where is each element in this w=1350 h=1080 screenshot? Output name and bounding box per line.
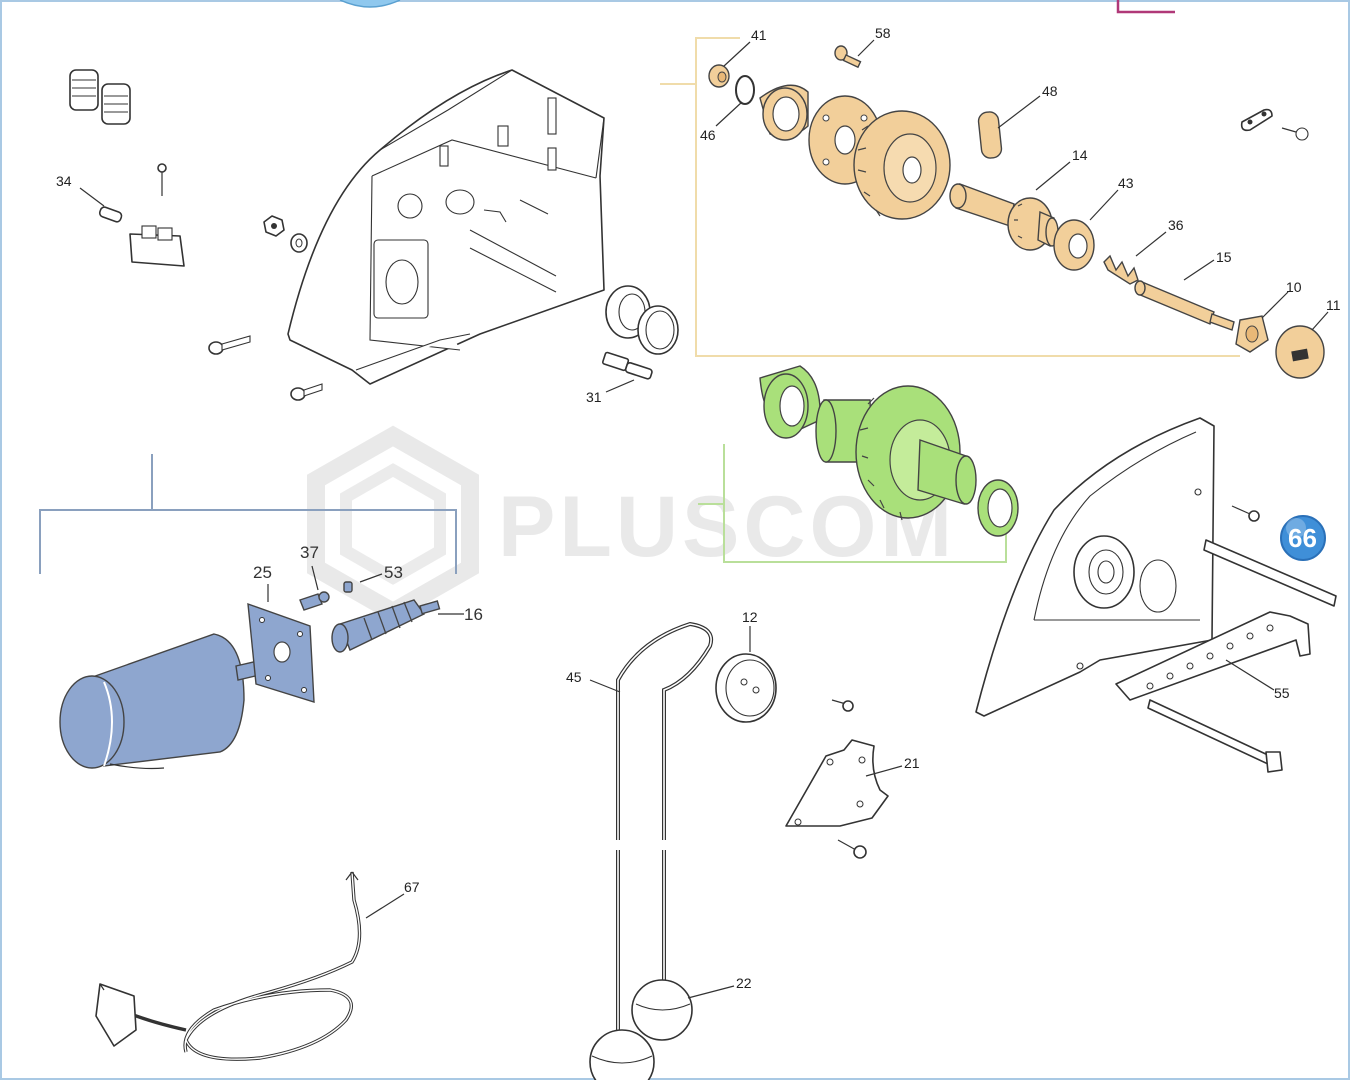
part-31-pin: 31 xyxy=(586,351,653,405)
housing-nut-washer xyxy=(263,215,308,253)
label-45: 45 xyxy=(566,669,582,685)
label-22: 22 xyxy=(736,975,752,991)
housing-rings xyxy=(605,285,679,355)
gearbox-housing xyxy=(287,69,605,385)
part-67-power-cable: 67 xyxy=(95,871,420,1061)
label-31: 31 xyxy=(586,389,602,405)
label-48: 48 xyxy=(1042,83,1058,99)
part-12-pulley: 12 xyxy=(715,609,777,723)
magenta-bracket xyxy=(1116,0,1175,14)
label-21: 21 xyxy=(904,755,920,771)
label-15: 15 xyxy=(1216,249,1232,265)
label-36: 36 xyxy=(1168,217,1184,233)
part-58-screw xyxy=(834,45,862,69)
green-gear-assembly xyxy=(759,365,1019,537)
part-21-bracket: 21 xyxy=(785,739,920,827)
side-cover-plate xyxy=(975,417,1215,717)
motor-group-callouts: 25 37 53 16 xyxy=(253,543,483,624)
label-16: 16 xyxy=(464,605,483,624)
label-10: 10 xyxy=(1286,279,1302,295)
part-46-circlip xyxy=(735,75,755,105)
blue-group-bracket xyxy=(39,454,457,574)
plate-screw xyxy=(1231,505,1260,522)
label-55: 55 xyxy=(1274,685,1290,701)
label-25: 25 xyxy=(253,563,272,582)
bracket-screw-bottom xyxy=(837,839,867,859)
gold-group-callouts: 41 58 46 48 14 43 36 15 10 11 xyxy=(700,25,1341,331)
bracket-screw-top xyxy=(831,699,854,712)
gold-group-bracket xyxy=(660,37,1240,357)
label-14: 14 xyxy=(1072,147,1088,163)
part-43-bearing xyxy=(1053,219,1095,271)
part-55-bracket: 55 xyxy=(1115,611,1311,773)
flanged-gear xyxy=(808,95,951,220)
label-67: 67 xyxy=(404,879,420,895)
label-53: 53 xyxy=(384,563,403,582)
part-10-nut xyxy=(1235,315,1269,353)
top-badge-fragment xyxy=(339,0,401,8)
label-12: 12 xyxy=(742,609,758,625)
part-45-cable-loop: 45 xyxy=(566,621,713,1040)
part-22-weights: 22 xyxy=(589,975,752,1080)
housing-screws xyxy=(208,335,323,401)
part-36-spring xyxy=(1103,254,1139,285)
part-48-key xyxy=(977,111,1003,159)
part-66-rod xyxy=(1203,539,1337,607)
badge-66-label: 66 xyxy=(1288,523,1317,553)
link-plate-and-screw xyxy=(1240,108,1309,141)
watermark-logo xyxy=(307,425,479,623)
terminal-screw xyxy=(157,163,167,196)
motor-assembly xyxy=(59,581,441,770)
part-11-cap xyxy=(1275,325,1325,379)
label-46: 46 xyxy=(700,127,716,143)
green-group-bracket xyxy=(698,444,1007,563)
label-11: 11 xyxy=(1326,297,1341,313)
part-34-terminal: 34 xyxy=(56,173,185,267)
cable-glands xyxy=(69,69,131,125)
badge-66: 66 xyxy=(1280,515,1326,561)
part-14-pinion-shaft xyxy=(949,183,1059,251)
label-41: 41 xyxy=(751,27,767,43)
bearing-ring xyxy=(759,84,809,141)
label-37: 37 xyxy=(300,543,319,562)
label-43: 43 xyxy=(1118,175,1134,191)
part-41-bushing xyxy=(708,64,730,88)
label-34: 34 xyxy=(56,173,72,189)
label-58: 58 xyxy=(875,25,891,41)
part-15-pin-shaft xyxy=(1134,280,1235,331)
